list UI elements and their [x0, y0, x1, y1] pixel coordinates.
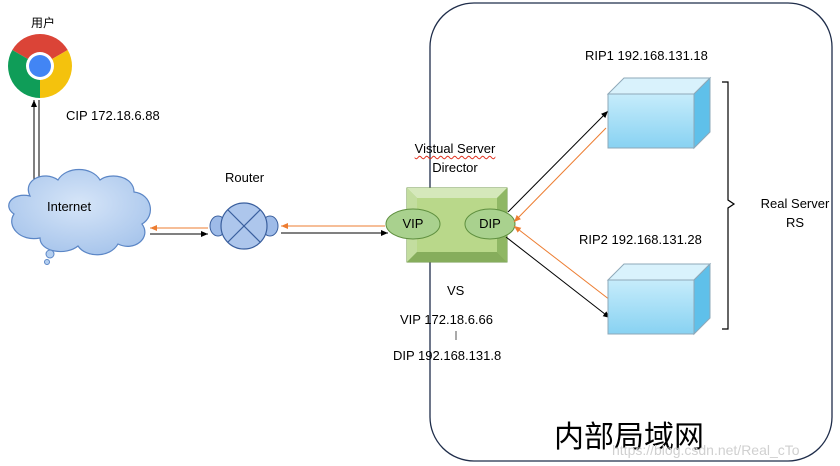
- arrow-director-to-rs1: [507, 110, 609, 213]
- user-label: 用户: [31, 16, 56, 30]
- real-server-1-shape: [606, 76, 712, 150]
- director-title: Vistual Server Director: [390, 139, 520, 177]
- router-label: Router: [225, 170, 265, 185]
- arrow-rs1-to-director: [513, 127, 607, 223]
- client-ip-label: CIP 172.18.6.88: [66, 108, 160, 123]
- real-server-group-line2: RS: [785, 215, 805, 230]
- director-title-line1: Vistual Server: [414, 141, 496, 156]
- vip-badge-shape: [385, 208, 441, 240]
- lan-label: 内部局域网: [554, 420, 704, 455]
- rip2-label: RIP2 192.168.131.28: [579, 232, 702, 247]
- router-icon: [209, 202, 279, 250]
- real-server-brace: [722, 81, 736, 330]
- dip-address: DIP 192.168.131.8: [393, 348, 502, 363]
- internet-label: Internet: [47, 199, 92, 214]
- rip1-label: RIP1 192.168.131.18: [585, 48, 708, 63]
- cloud-icon: [8, 168, 151, 265]
- watermark: https://blog.csdn.net/Real_cTo: [612, 442, 800, 458]
- real-server-2-shape: [606, 262, 712, 336]
- director-title-line2: Director: [432, 160, 478, 175]
- dip-badge: DIP: [479, 216, 501, 231]
- vip-badge: VIP: [402, 216, 424, 231]
- real-server-group-label: Real Server RS: [752, 194, 838, 232]
- real-server-group-line1: Real Server: [760, 196, 830, 211]
- chrome-icon: [8, 34, 72, 98]
- vip-address: VIP 172.18.6.66: [400, 312, 494, 327]
- arrow-director-to-rs2: [505, 236, 611, 319]
- arrow-rs2-to-director: [513, 225, 611, 301]
- dip-badge-shape: [464, 208, 516, 240]
- vs-label: VS: [447, 283, 465, 298]
